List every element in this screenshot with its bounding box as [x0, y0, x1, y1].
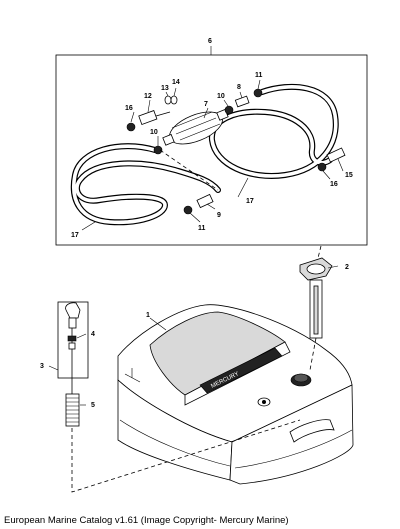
callout-5: 5: [91, 402, 95, 409]
hose-kit-box: [55, 46, 368, 246]
callout-4: 4: [91, 331, 95, 338]
callout-16-left: 16: [125, 105, 133, 112]
fuel-pickup-assembly: [48, 301, 89, 427]
leader-lines-kit: [81, 79, 344, 231]
callout-11-bottom: 11: [198, 225, 206, 232]
callout-11-top: 11: [255, 72, 263, 79]
hose-fittings-top: [126, 88, 346, 215]
callout-8: 8: [237, 84, 241, 91]
image-caption: European Marine Catalog v1.61 (Image Cop…: [4, 515, 289, 526]
fuel-hose-left: [70, 143, 221, 226]
callout-2: 2: [345, 264, 349, 271]
callout-13: 13: [161, 85, 169, 92]
callout-10-left: 10: [150, 129, 158, 136]
callout-6: 6: [208, 38, 212, 45]
callout-10-right: 10: [217, 93, 225, 100]
callout-7: 7: [204, 101, 208, 108]
callout-17-left: 17: [71, 232, 79, 239]
callout-16-right: 16: [330, 181, 338, 188]
fuel-tank: MERCURY: [117, 304, 354, 485]
callout-9: 9: [217, 212, 221, 219]
fuel-hose-right: [208, 83, 339, 179]
callout-1: 1: [146, 312, 150, 319]
callout-3: 3: [40, 363, 44, 370]
callout-15: 15: [345, 172, 353, 179]
primer-bulb: [162, 108, 229, 146]
callout-12: 12: [144, 93, 152, 100]
assembly-dashed-lines: [71, 245, 322, 493]
callout-17-right: 17: [246, 198, 254, 205]
fuel-gauge-assembly: [299, 257, 339, 339]
callout-14: 14: [172, 79, 180, 86]
